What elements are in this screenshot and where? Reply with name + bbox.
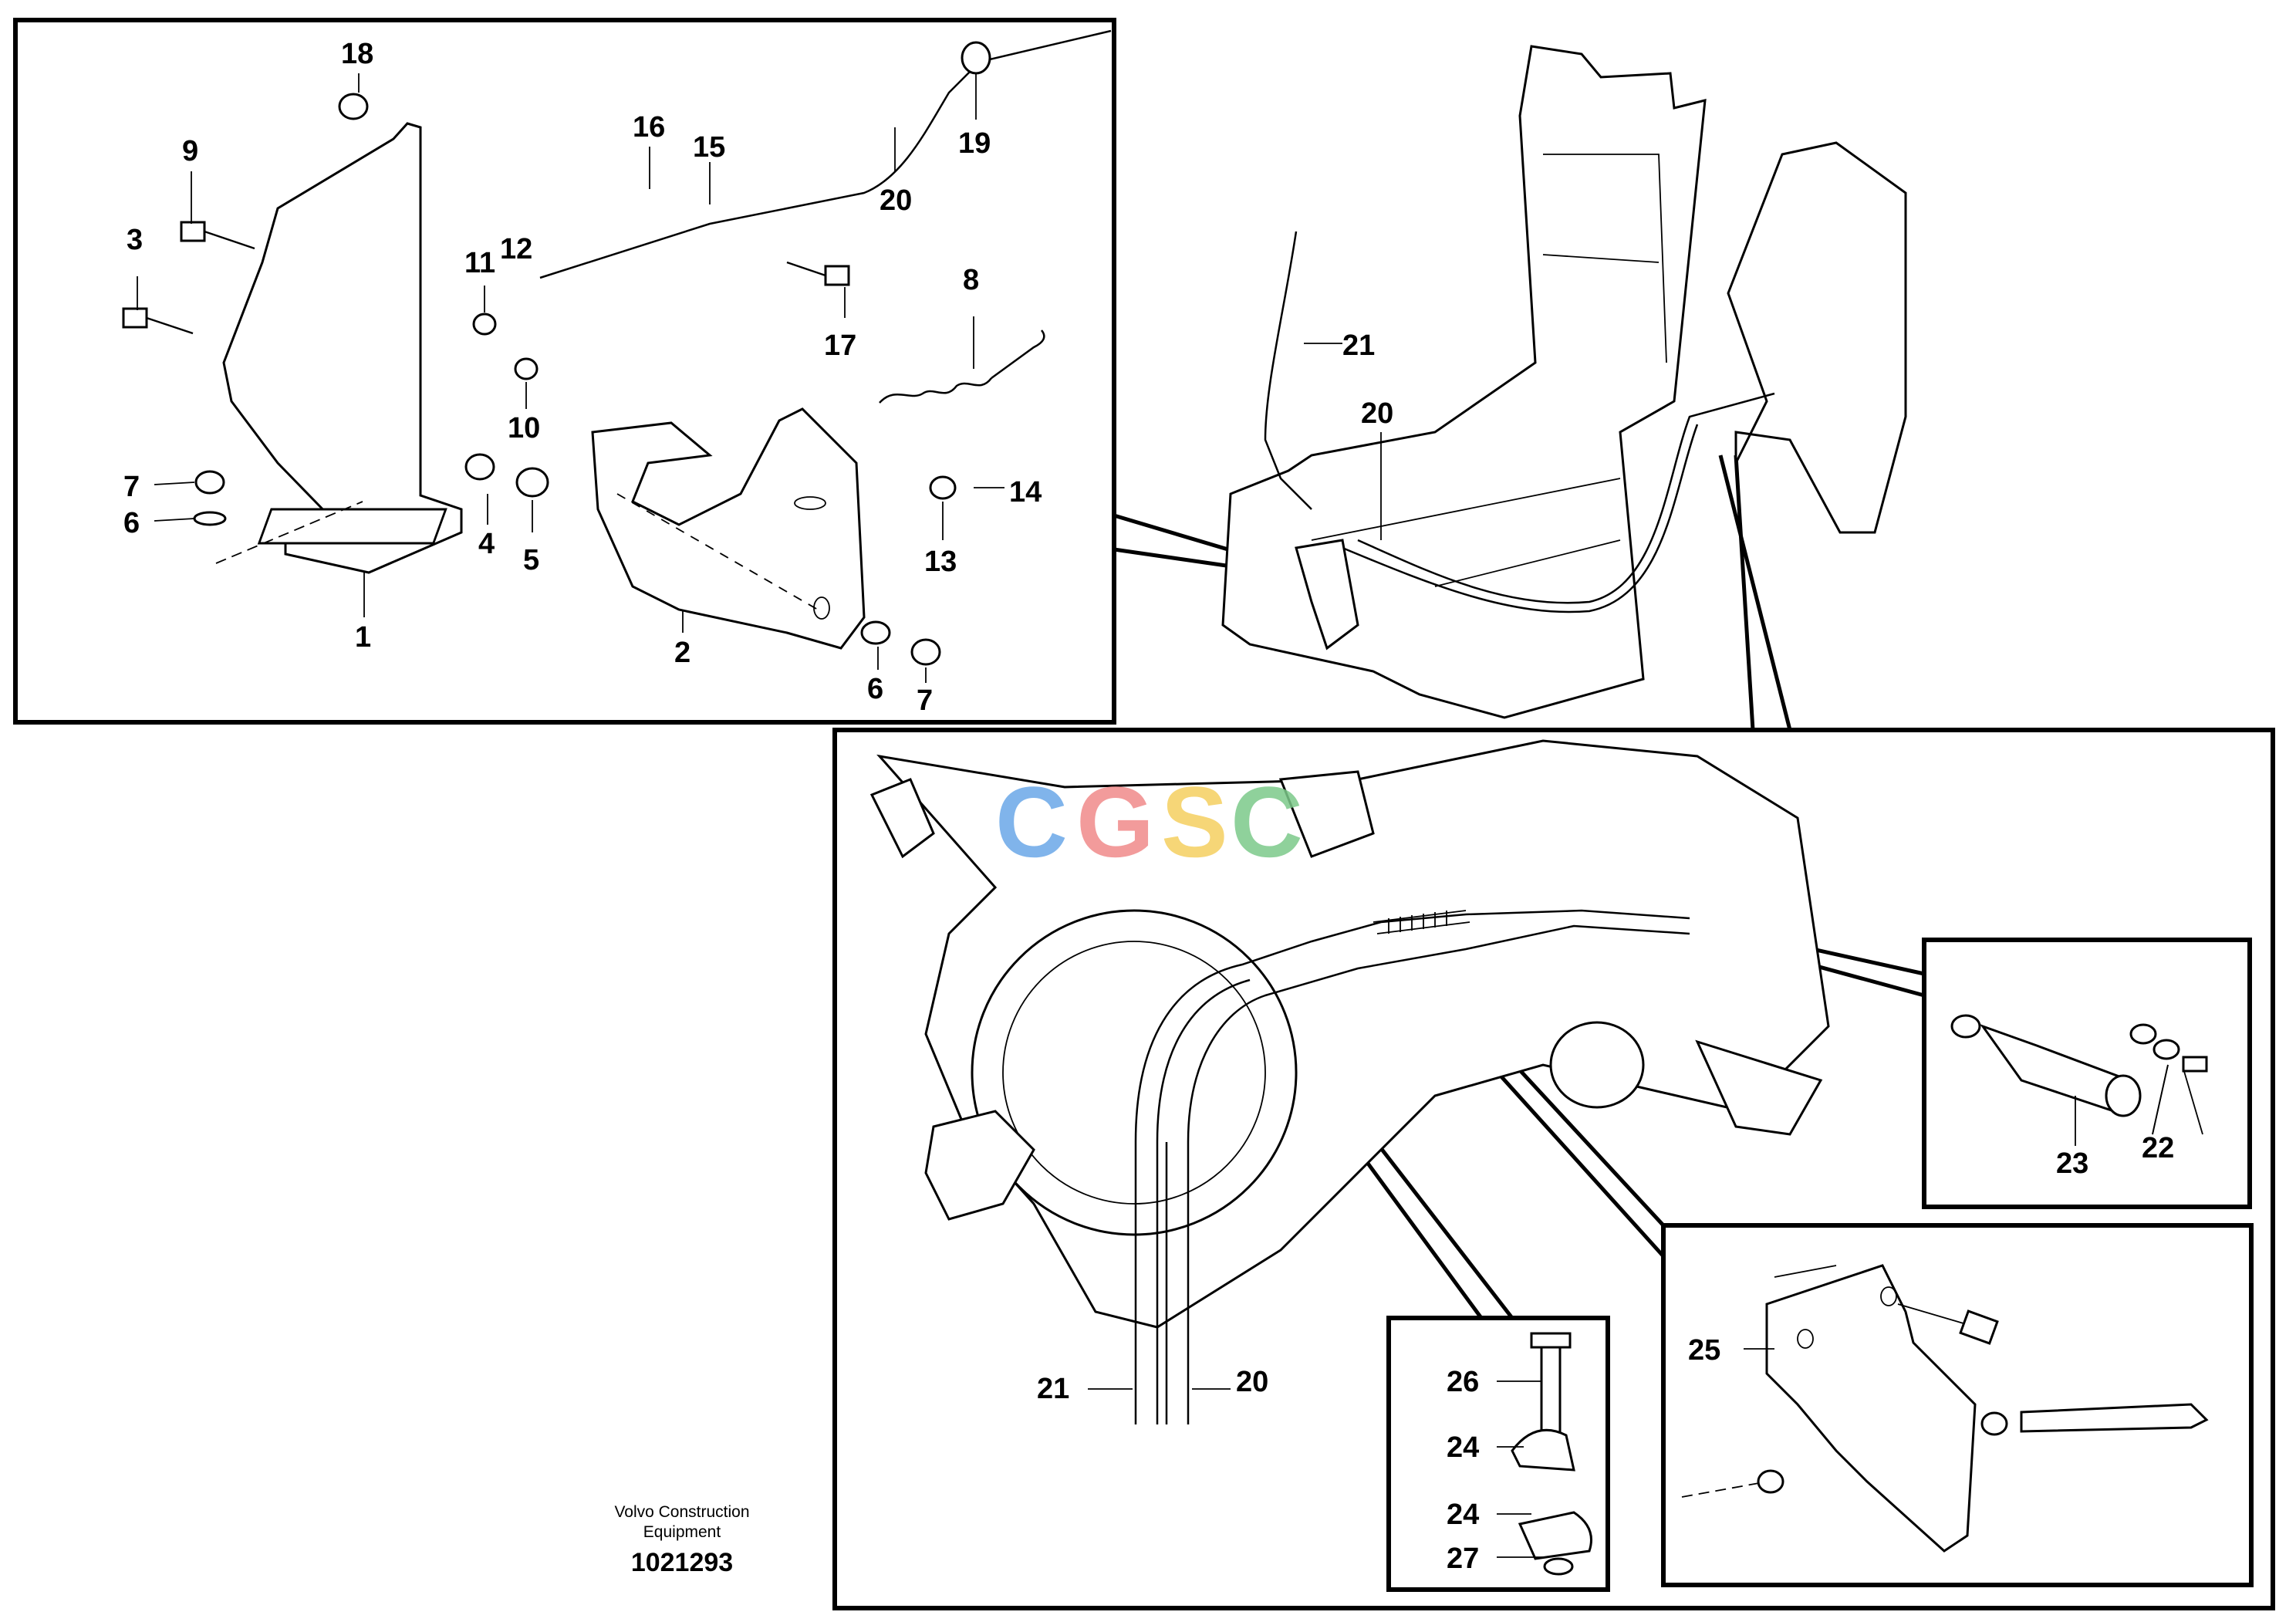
watermark-letter-g: G — [1076, 765, 1154, 878]
callout-26: 26 — [1447, 1366, 1479, 1398]
callout-9: 9 — [182, 135, 198, 167]
bottom-right-detail-frame — [832, 728, 2275, 1610]
bolt-17 — [786, 261, 850, 286]
cable-20-top-right — [1357, 392, 1775, 604]
leaders-top-left — [137, 73, 1004, 683]
callout-8: 8 — [963, 264, 979, 296]
inset-clamp-frame — [1386, 1316, 1610, 1592]
callout-7a: 7 — [123, 471, 140, 503]
callout-21b: 21 — [1037, 1373, 1069, 1405]
washer-6-left — [193, 511, 227, 526]
callout-6b: 6 — [867, 673, 883, 705]
inset-bracket-frame — [1661, 1223, 2254, 1587]
callout-19: 19 — [958, 127, 991, 160]
callout-20a: 20 — [880, 184, 912, 217]
callout-25: 25 — [1688, 1334, 1720, 1367]
cgsc-watermark: C G S C — [995, 765, 1303, 878]
callout-13: 13 — [924, 546, 957, 578]
bracket-foot — [257, 508, 447, 545]
nut-7-left — [194, 470, 225, 495]
callout-labels: 1 2 3 4 5 6 7 6 7 8 9 10 11 12 13 14 15 … — [123, 38, 2174, 1575]
pedal-plate — [591, 407, 866, 650]
cable-21-top-right — [1264, 231, 1312, 510]
throttle-cable-top — [539, 29, 1112, 279]
cable-20-engine — [1187, 924, 1690, 1424]
bolt-9 — [180, 221, 255, 250]
washer-6-right — [860, 620, 891, 645]
callout-15: 15 — [693, 131, 725, 164]
drawing-footer: Volvo Construction Equipment 1021293 — [614, 1503, 749, 1577]
callout-21a: 21 — [1342, 329, 1375, 362]
callout-20c: 20 — [1236, 1366, 1268, 1398]
nut-11 — [472, 313, 497, 336]
callout-23: 23 — [2056, 1147, 2088, 1180]
watermark-letter-c2: C — [1231, 765, 1303, 878]
watermark-letter-s: S — [1161, 765, 1228, 878]
inset-pin-frame — [1922, 938, 2252, 1209]
company-name-line1: Volvo Construction — [614, 1503, 749, 1521]
callout-20b: 20 — [1361, 397, 1393, 430]
bolt-3 — [122, 307, 194, 335]
callout-27: 27 — [1447, 1543, 1479, 1575]
exploded-pedal-assembly — [122, 29, 1112, 683]
drawing-number: 1021293 — [631, 1548, 733, 1577]
inset-clamp-parts — [1497, 1332, 1592, 1576]
callout-24a: 24 — [1447, 1431, 1479, 1464]
callout-18: 18 — [341, 38, 373, 70]
top-left-detail-frame — [13, 18, 1116, 725]
washer-13 — [929, 475, 957, 500]
cable-21-engine — [1134, 909, 1690, 1424]
inset-pin-parts — [1950, 1014, 2208, 1146]
cable-bellows — [1373, 910, 1470, 934]
callout-6a: 6 — [123, 507, 140, 539]
callout-17: 17 — [824, 329, 856, 362]
company-name-line2: Equipment — [643, 1523, 721, 1541]
engine-transmission-view: C G S C — [869, 739, 1830, 1424]
callout-12: 12 — [500, 233, 532, 265]
callout-24b: 24 — [1447, 1499, 1479, 1531]
callout-5: 5 — [523, 544, 539, 576]
callout-1: 1 — [355, 621, 371, 654]
spacer-4 — [464, 453, 495, 481]
inset-bracket-parts — [1681, 1264, 2209, 1553]
callout-3: 3 — [127, 224, 143, 256]
watermark-letter-c1: C — [995, 765, 1068, 878]
callout-16: 16 — [633, 111, 665, 144]
nut-7-right — [910, 638, 941, 666]
callout-2: 2 — [674, 637, 690, 669]
return-spring — [879, 329, 1045, 404]
nut-18 — [338, 93, 369, 120]
callout-7b: 7 — [917, 684, 933, 717]
callout-11: 11 — [464, 247, 495, 279]
callout-10: 10 — [508, 412, 540, 444]
callout-22: 22 — [2142, 1132, 2174, 1164]
callout-4: 4 — [478, 528, 495, 560]
mounting-bracket-plate — [222, 122, 463, 574]
bushing-5 — [515, 467, 549, 498]
loader-frame-view — [1221, 45, 1907, 719]
callout-14: 14 — [1009, 476, 1042, 509]
nut-10 — [514, 357, 539, 380]
